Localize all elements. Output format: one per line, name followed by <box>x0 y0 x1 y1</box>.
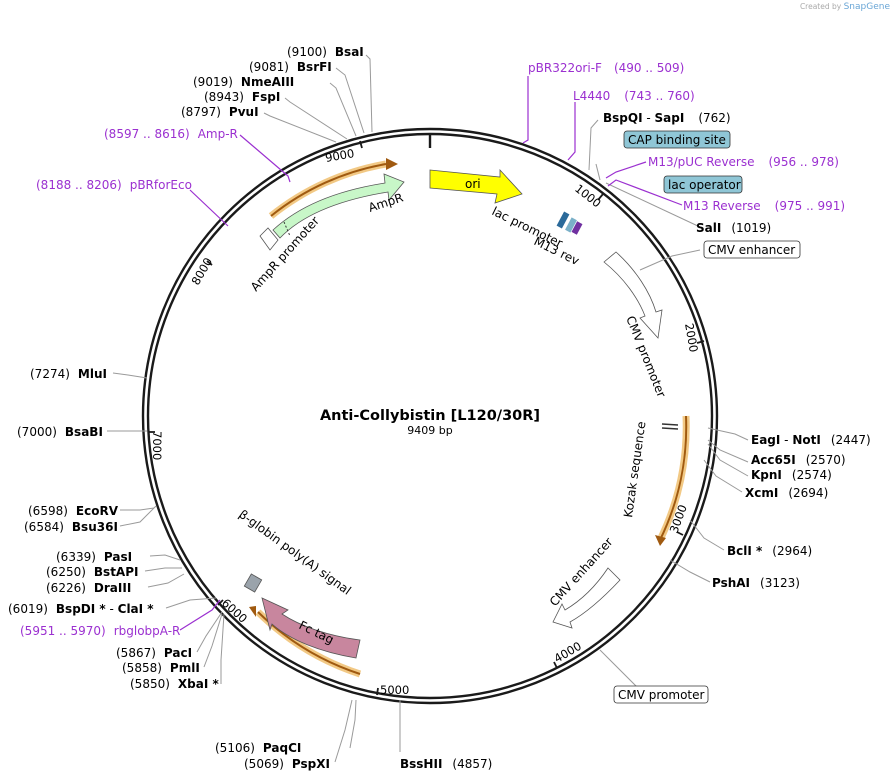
cmv-enhancer-box-label: CMV enhancer <box>708 243 795 257</box>
site-pspxi: (5069)PspXI <box>244 757 330 771</box>
kozak-feature-a <box>661 423 679 426</box>
tick-2000: 2000 <box>682 322 701 353</box>
tick-5000: 5000 <box>380 683 409 697</box>
site-sali: SalI(1019) <box>696 221 771 235</box>
site-pmli: (5858)PmlI <box>122 661 200 675</box>
primer-pbr322ori-f: pBR322ori-F(490 .. 509) <box>528 61 684 75</box>
ampr-feature <box>272 173 405 239</box>
site-bsshii: BssHII(4857) <box>400 757 492 771</box>
scale-ticks <box>148 140 705 696</box>
lac-promoter-feature <box>556 211 570 229</box>
primer-m13-puc-reverse: M13/pUC Reverse(956 .. 978) <box>648 155 839 169</box>
orf-arrowhead-bottom <box>249 606 256 617</box>
primer-rbglobpa-r: (5951 .. 5970)rbglobpA-R <box>20 624 180 638</box>
ori-feature <box>429 168 523 204</box>
kozak-label: Kozak sequence <box>621 421 648 519</box>
snapgene-brand: SnapGene <box>843 2 890 12</box>
site-draiii: (6226)DraIII <box>46 581 131 595</box>
cap-binding-site-label: CAP binding site <box>628 133 726 147</box>
site-xcmi: XcmI(2694) <box>745 486 828 500</box>
cmv-promoter-feature <box>603 251 663 339</box>
snapgene-credit: Created by SnapGene <box>800 2 890 12</box>
site-bcli: BclI *(2964) <box>727 544 812 558</box>
primer-pbrforeco: (8188 .. 8206)pBRforEco <box>36 178 192 192</box>
kozak-feature-b <box>661 427 679 430</box>
cmv-enhancer-feature <box>552 567 621 629</box>
cap-binding-site-box: CAP binding site <box>623 130 731 149</box>
tick-8000: 8000 <box>188 255 215 287</box>
cmv-enhancer-box: CMV enhancer <box>703 240 801 259</box>
site-bsu36i: (6584)Bsu36I <box>24 520 118 534</box>
backbone-outer <box>141 127 719 705</box>
site-pshai: PshAI(3123) <box>712 576 800 590</box>
tick-9000: 9000 <box>324 146 355 165</box>
primer-amp-r: (8597 .. 8616)Amp-R <box>104 127 238 141</box>
fc-tag-feature <box>261 597 361 659</box>
site-bspqi-sapi: BspQI - SapI(762) <box>603 111 731 125</box>
primer-leaders <box>179 76 683 631</box>
site-bstapi: (6250)BstAPI <box>46 565 138 579</box>
orf-arrows <box>257 163 688 675</box>
ampr-promoter-feature <box>259 227 279 251</box>
plasmid-name: Anti-Collybistin [L120/30R] <box>320 408 540 424</box>
site-bsabi: (7000)BsaBI <box>17 425 103 439</box>
site-ecorv: (6598)EcoRV <box>28 504 119 518</box>
cmv-promoter-box-label: CMV promoter <box>618 688 705 702</box>
lac-operator-feature <box>565 217 577 233</box>
cmv-promoter-label: CMV promoter <box>623 314 668 399</box>
primer-labels: pBR322ori-F(490 .. 509) L4440(743 .. 760… <box>20 61 845 638</box>
enzyme-labels: (9100)BsaI (9081)BsrFI (9019)NmeAIII (89… <box>8 45 871 771</box>
plasmid-length: 9409 bp <box>407 424 452 437</box>
tick-7000: 7000 <box>150 431 164 460</box>
orf-arrowhead-right <box>655 535 666 546</box>
site-paci: (5867)PacI <box>116 646 192 660</box>
site-nmeaiii: (9019)NmeAIII <box>193 75 294 89</box>
site-paqci: (5106)PaqCI <box>215 741 301 755</box>
site-fspi: (8943)FspI <box>204 90 280 104</box>
lac-operator-label: lac operator <box>668 178 741 192</box>
credit-prefix: Created by <box>799 2 842 11</box>
m13-rev-feature <box>571 221 583 235</box>
cmv-promoter-box: CMV promoter <box>613 685 709 704</box>
site-pvui: (8797)PvuI <box>181 105 259 119</box>
primer-l4440: L4440(743 .. 760) <box>573 89 695 103</box>
site-bspdi-clai: (6019)BspDI * - ClaI * <box>8 602 154 616</box>
enzyme-leaders <box>107 54 749 763</box>
orf-arrowhead-top <box>386 158 398 170</box>
bglobin-feature <box>243 573 263 593</box>
lac-operator-box: lac operator <box>663 175 743 194</box>
site-pasi: (6339)PasI <box>56 550 132 564</box>
site-xbai: (5850)XbaI * <box>130 677 219 691</box>
tick-1000: 1000 <box>572 181 604 210</box>
primer-m13-reverse: M13 Reverse(975 .. 991) <box>683 199 845 213</box>
site-acc65i: Acc65I(2570) <box>751 453 846 467</box>
site-kpni: KpnI(2574) <box>751 468 832 482</box>
site-mlui: (7274)MluI <box>30 367 107 381</box>
site-bsrfi: (9081)BsrFI <box>249 60 332 74</box>
ori-label: ori <box>465 177 481 191</box>
site-bsai: (9100)BsaI <box>287 45 364 59</box>
ampr-dash <box>283 221 291 237</box>
site-eagi-noti: EagI - NotI(2447) <box>751 433 871 447</box>
